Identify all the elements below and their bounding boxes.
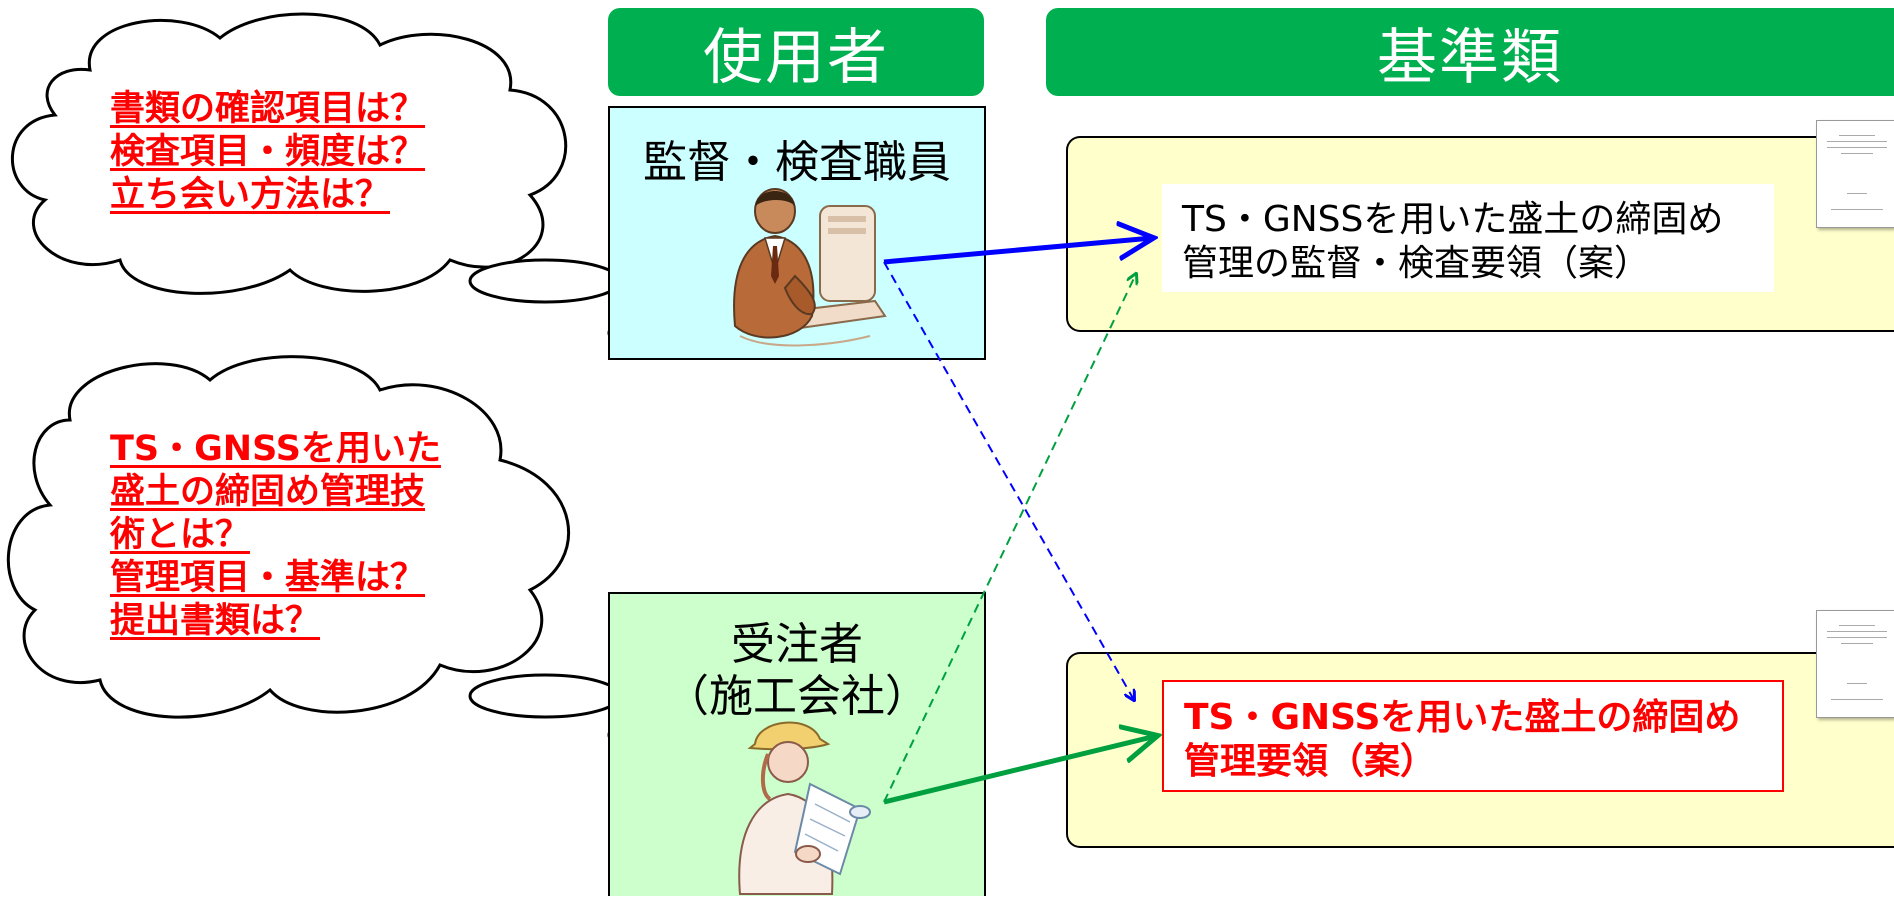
contractor-title-line1: 受注者 bbox=[731, 619, 863, 670]
standards-header-label: 基準類 bbox=[1377, 22, 1563, 93]
inspection-document-thumbnail bbox=[1816, 120, 1894, 228]
contractor-cloud-bubble-large bbox=[468, 673, 622, 719]
inspector-thought-cloud bbox=[11, 12, 640, 349]
inspector-box: 監督・検査職員 bbox=[608, 106, 986, 360]
contractor-question: TS・GNSSを用いた bbox=[110, 429, 441, 469]
inspector-cloud-bubble-large bbox=[468, 258, 622, 304]
inspector-questions: 書類の確認項目は？ 検査項目・頻度は？ 立ち会い方法は？ bbox=[110, 88, 425, 217]
management-guideline-line2: 管理要領（案） bbox=[1184, 741, 1437, 782]
contractor-question: 管理項目・基準は？ bbox=[110, 558, 426, 598]
contractor-questions: TS・GNSSを用いた 盛土の締固め管理技 術とは？ 管理項目・基準は？ 提出書… bbox=[110, 428, 441, 643]
worker-with-blueprints-icon bbox=[738, 721, 871, 895]
management-guideline-label: TS・GNSSを用いた盛土の締固め 管理要領（案） bbox=[1162, 680, 1784, 792]
users-header-label: 使用者 bbox=[703, 22, 889, 93]
inspector-question: 立ち会い方法は？ bbox=[110, 175, 391, 215]
contractor-question: 術とは？ bbox=[110, 515, 251, 555]
inspection-guideline-label: TS・GNSSを用いた盛土の締固め 管理の監督・検査要領（案） bbox=[1162, 184, 1774, 292]
inspector-title: 監督・検査職員 bbox=[643, 137, 951, 188]
contractor-question: 提出書類は？ bbox=[110, 601, 321, 641]
users-header: 使用者 bbox=[608, 8, 984, 96]
inspection-guideline-line1: TS・GNSSを用いた盛土の締固め bbox=[1182, 199, 1724, 240]
inspection-guideline-line2: 管理の監督・検査要領（案） bbox=[1182, 243, 1651, 284]
standards-header: 基準類 bbox=[1046, 8, 1894, 96]
businessman-at-computer-icon bbox=[733, 188, 887, 347]
management-document-thumbnail bbox=[1816, 610, 1894, 718]
inspector-question: 書類の確認項目は？ bbox=[110, 89, 426, 129]
contractor-question: 盛土の締固め管理技 bbox=[110, 472, 426, 512]
contractor-box: 受注者 （施工会社） bbox=[608, 592, 986, 896]
management-guideline-line1: TS・GNSSを用いた盛土の締固め bbox=[1184, 697, 1741, 738]
inspector-question: 検査項目・頻度は？ bbox=[110, 132, 426, 172]
